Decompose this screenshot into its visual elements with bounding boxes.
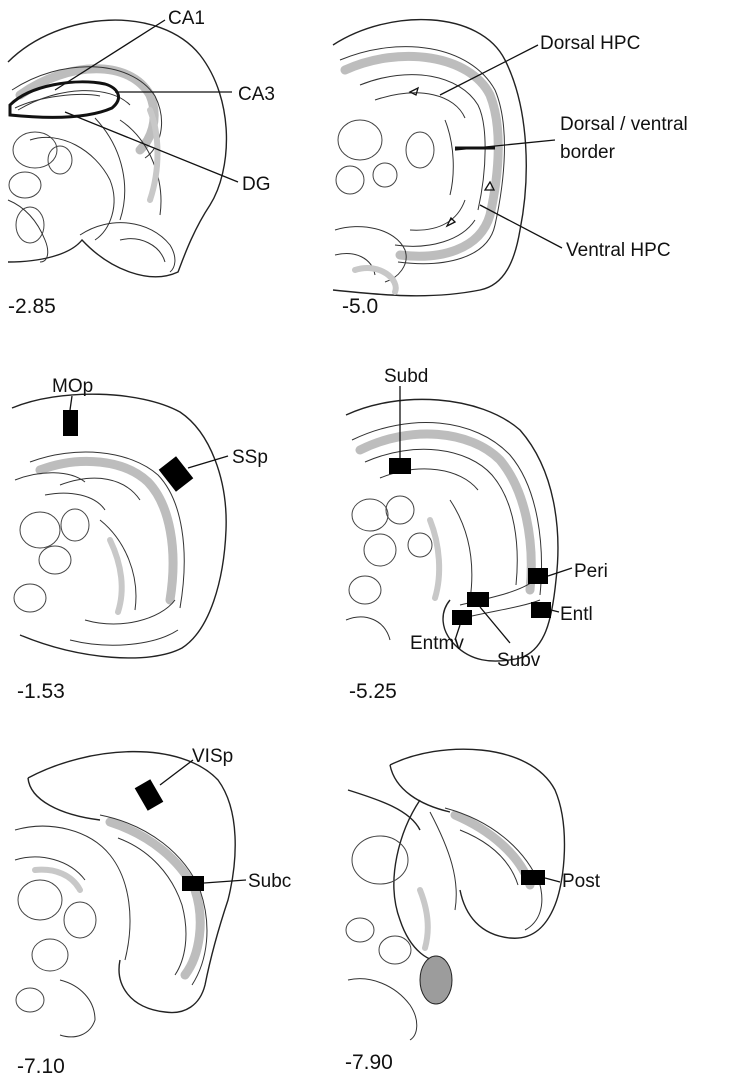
- label-subd: Subd: [384, 366, 428, 387]
- section-outline-2: [332, 18, 527, 297]
- leader-lines-5: [159, 759, 247, 884]
- site-subd: [389, 458, 411, 474]
- leader-lines-1: [54, 19, 239, 183]
- panel-4: Subd Peri Entl Entmv Subv -5.25: [345, 366, 608, 703]
- site-post: [521, 870, 545, 885]
- label-subv: Subv: [497, 650, 541, 671]
- section-outline-4: [345, 398, 559, 662]
- panel-5: VISp Subc -7.10: [14, 746, 291, 1078]
- label-visp: VISp: [192, 746, 233, 767]
- section-outline-3: [11, 393, 227, 659]
- label-post: Post: [562, 871, 601, 892]
- label-dg: DG: [242, 174, 271, 195]
- label-ca1: CA1: [168, 8, 205, 29]
- panel-1: CA1 CA3 DG -2.85: [7, 8, 275, 318]
- label-border: border: [560, 142, 616, 163]
- label-entl: Entl: [560, 604, 593, 625]
- label-ventral-hpc: Ventral HPC: [566, 240, 671, 261]
- site-subc: [182, 876, 204, 891]
- leader-lines-4: [399, 386, 573, 644]
- coordinate-p4: -5.25: [349, 680, 397, 703]
- panel-2: Dorsal HPC Dorsal / ventral border Ventr…: [332, 18, 688, 318]
- leader-lines-6: [544, 877, 561, 883]
- panel-3: MOp SSp -1.53: [11, 376, 268, 703]
- section-outline-6: [345, 748, 566, 1041]
- leader-lines-2: [408, 44, 563, 249]
- site-visp: [134, 779, 164, 811]
- label-ssp: SSp: [232, 447, 268, 468]
- coordinate-p5: -7.10: [17, 1055, 65, 1078]
- label-dorsal-hpc: Dorsal HPC: [540, 33, 640, 54]
- label-ca3: CA3: [238, 84, 275, 105]
- site-entl: [531, 602, 551, 618]
- label-peri: Peri: [574, 561, 608, 582]
- coordinate-p1: -2.85: [8, 295, 56, 318]
- section-outline-5: [14, 750, 236, 1038]
- coordinate-p3: -1.53: [17, 680, 65, 703]
- cerebellar-shaded-region: [419, 955, 453, 1005]
- site-peri: [528, 568, 548, 584]
- coordinate-p2: -5.0: [342, 295, 378, 318]
- hippocampus-ca-band: [8, 80, 120, 119]
- site-subv: [467, 592, 489, 607]
- label-subc: Subc: [248, 871, 291, 892]
- leader-lines-3: [69, 395, 229, 469]
- site-entmv: [452, 610, 472, 625]
- site-ssp: [158, 456, 194, 492]
- label-dorsal-ventral: Dorsal / ventral: [560, 114, 688, 135]
- site-mop: [63, 410, 78, 436]
- coordinate-p6: -7.90: [345, 1051, 393, 1074]
- section-outline-1: [7, 19, 228, 278]
- label-entmv: Entmv: [410, 633, 464, 654]
- label-mop: MOp: [52, 376, 93, 397]
- panel-6: Post -7.90: [345, 748, 601, 1074]
